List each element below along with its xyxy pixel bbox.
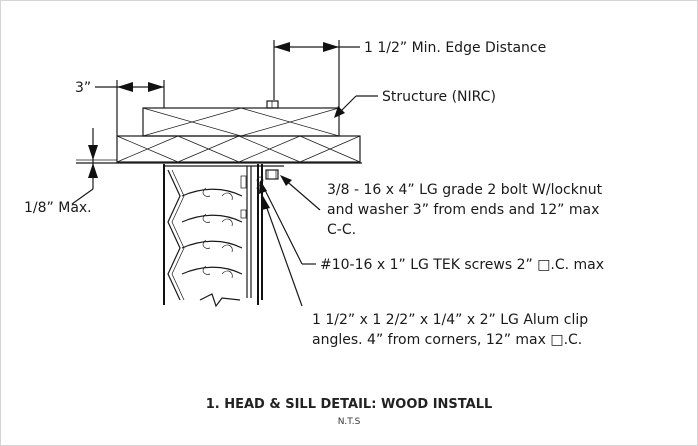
clip-label-line1: 1 1/2” x 1 2/2” x 1/4” x 2” LG Alum clip (312, 312, 588, 328)
clip-label-line2: angles. 4” from corners, 12” max □.C. (312, 332, 582, 348)
bolt-head (266, 100, 279, 109)
structure-label: Structure (NIRC) (382, 89, 496, 105)
screws-label: #10-16 x 1” LG TEK screws 2” □.C. max (320, 257, 604, 273)
edge-distance-label: 1 1/2” Min. Edge Distance (364, 40, 546, 56)
three-inch-dimension (95, 80, 165, 136)
bolt-label-line3: C-C. (327, 222, 356, 238)
detail-title: 1. HEAD & SILL DETAIL: WOOD INSTALL (206, 397, 493, 412)
bolt-label-line1: 3/8 - 16 x 4” LG grade 2 bolt W/locknut (327, 182, 603, 198)
clip-leader (262, 196, 303, 307)
structure-leader (334, 95, 378, 118)
bolt-leader (280, 175, 321, 211)
screws-leader (259, 180, 316, 265)
upper-wood-member (142, 107, 340, 137)
detail-subtitle: N.T.S (338, 417, 361, 427)
eighth-max-dimension (71, 128, 98, 205)
eighth-max-label: 1/8” Max. (24, 200, 92, 216)
lower-wood-member (116, 135, 361, 163)
edge-distance-dimension (273, 40, 360, 108)
bolt-label-line2: and washer 3” from ends and 12” max (327, 202, 599, 218)
window-frame-extrusion (163, 164, 262, 308)
three-inch-label: 3” (75, 80, 91, 96)
